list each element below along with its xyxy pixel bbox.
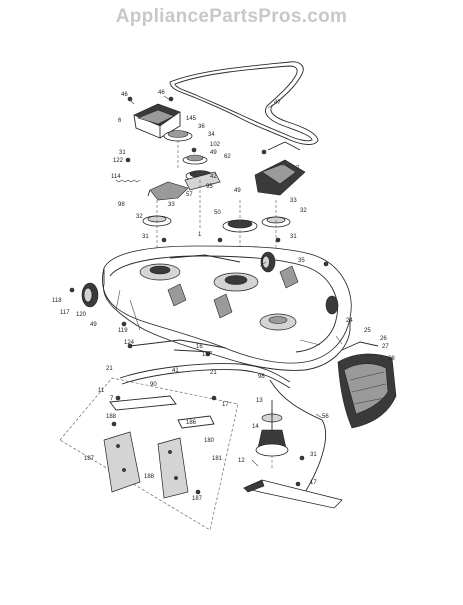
callout: 17 [310, 480, 317, 486]
callout: 14 [252, 424, 259, 430]
callout: 120 [76, 312, 87, 318]
callout: 27 [382, 344, 389, 350]
lift-rods [119, 339, 326, 501]
callout: 24 [346, 318, 353, 324]
callout: 98 [258, 374, 265, 380]
mower-blade [242, 479, 343, 509]
callout: 188 [106, 414, 117, 420]
callout: 32 [300, 208, 307, 214]
tension-spring [115, 179, 141, 183]
callout: 49 [90, 322, 97, 328]
callout: 56 [322, 414, 329, 420]
callout: 13 [256, 398, 263, 404]
callout: 7 [110, 396, 114, 402]
callout: 95 [206, 184, 213, 190]
watermark-text: AppliancePartsPros.com [115, 6, 348, 27]
part-callouts: 46 46 47 6 145 36 31 122 102 49 62 34 42… [52, 90, 395, 502]
callout: 7 [296, 166, 300, 172]
callout: 41 [172, 368, 179, 374]
callout: 32 [136, 214, 143, 220]
inset-detail-frame [59, 377, 239, 531]
callout: 62 [224, 154, 231, 160]
callout: 6 [118, 118, 122, 124]
callout: 16 [196, 344, 203, 350]
idler-pulley-stack [163, 130, 215, 182]
callout: 186 [186, 420, 197, 426]
callout: 187 [84, 456, 95, 462]
spindle-assembly [255, 400, 289, 457]
callout: 187 [192, 496, 203, 502]
callout: 122 [113, 158, 124, 164]
callout: 117 [60, 310, 70, 316]
callout: 21 [210, 370, 217, 376]
callout: 119 [118, 328, 128, 334]
callout: 31 [290, 234, 297, 240]
callout: 46 [158, 90, 165, 96]
fasteners [69, 96, 329, 495]
callout: 145 [186, 116, 197, 122]
belt-guard-top-right [254, 141, 306, 196]
callout: 26 [380, 336, 387, 342]
callout: 17 [222, 402, 229, 408]
idler-arm-bracket [147, 171, 221, 201]
callout: 35 [298, 258, 305, 264]
drive-belt [169, 61, 319, 145]
mower-deck-housing [102, 245, 352, 371]
callout: 31 [310, 452, 317, 458]
callout: 28 [388, 356, 395, 362]
callout: 90 [150, 382, 157, 388]
leader-lines [91, 95, 343, 467]
callout: 25 [364, 328, 371, 334]
callout: 49 [210, 150, 217, 156]
callout: 98 [118, 202, 125, 208]
callout: 36 [198, 124, 205, 130]
discharge-chute [337, 341, 397, 429]
callout: 42 [210, 174, 217, 180]
callout: 102 [210, 142, 221, 148]
callout: 31 [142, 234, 149, 240]
callout: 33 [290, 198, 297, 204]
callout: 181 [212, 456, 223, 462]
callout: 1 [198, 232, 202, 238]
callout: 21 [106, 366, 113, 372]
callout: 46 [121, 92, 128, 98]
callout: 11 [98, 388, 105, 394]
inset-bracket-parts [103, 395, 215, 499]
callout: 180 [204, 438, 215, 444]
callout: 50 [214, 210, 221, 216]
callout: 188 [144, 474, 155, 480]
callout: 33 [168, 202, 175, 208]
callout: 118 [52, 298, 62, 304]
callout: 15 [202, 352, 209, 358]
callout: 47 [274, 100, 281, 106]
callout: 12 [238, 458, 245, 464]
callout: 31 [119, 150, 126, 156]
callout: 57 [186, 192, 193, 198]
callout: 114 [111, 174, 121, 180]
callout: 49 [234, 188, 241, 194]
callout: 124 [124, 340, 135, 346]
anti-scalp-wheel-left [81, 282, 99, 308]
callout: 34 [208, 132, 215, 138]
